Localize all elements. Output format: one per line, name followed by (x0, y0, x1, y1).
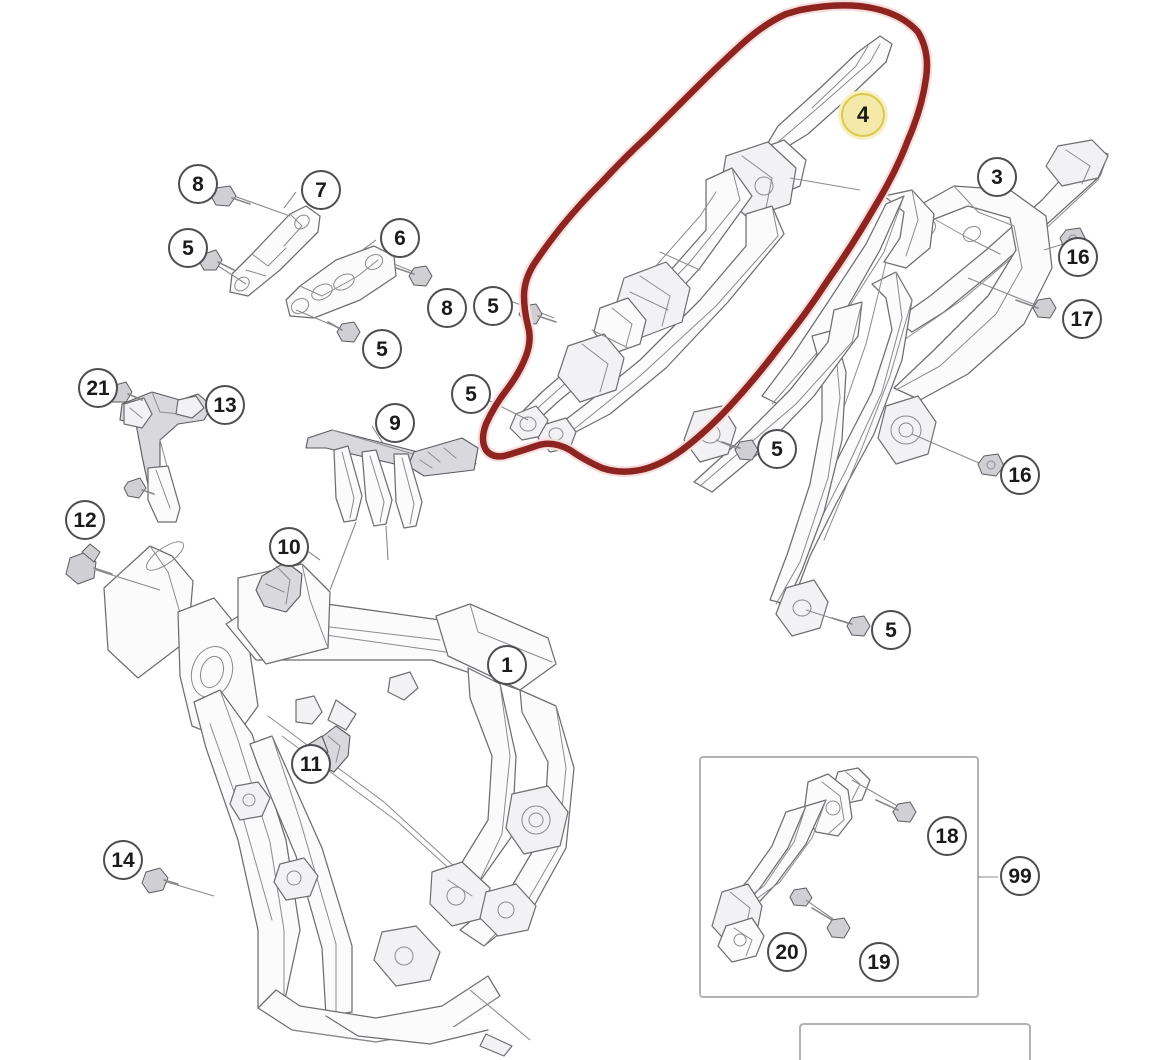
callout-18[interactable]: 18 (927, 816, 967, 856)
callout-14[interactable]: 14 (103, 840, 143, 880)
part-14-fastener (141, 867, 215, 897)
callout-label: 5 (771, 437, 783, 461)
part-19-bolt (805, 899, 851, 939)
callout-label: 4 (856, 102, 870, 127)
callout-8[interactable]: 8 (427, 288, 467, 328)
callout-3[interactable]: 3 (977, 157, 1017, 197)
callout-8[interactable]: 8 (178, 164, 218, 204)
callout-label: 12 (73, 508, 97, 532)
callout-4[interactable]: 4 (841, 93, 885, 137)
callout-7[interactable]: 7 (301, 170, 341, 210)
callout-label: 9 (389, 411, 401, 435)
callout-label: 11 (299, 752, 323, 776)
callout-label: 5 (465, 382, 477, 406)
callout-label: 10 (277, 535, 301, 559)
callout-16[interactable]: 16 (1058, 237, 1098, 277)
callout-label: 20 (775, 940, 799, 964)
callout-label: 18 (935, 824, 959, 848)
part-17-bolt (967, 277, 1057, 319)
part-13-bracket (101, 381, 213, 523)
partial-bottom-box (799, 1023, 1031, 1060)
callout-16[interactable]: 16 (1000, 455, 1040, 495)
callout-5[interactable]: 5 (362, 329, 402, 369)
part-inset-bracket (711, 767, 917, 963)
callout-5[interactable]: 5 (871, 610, 911, 650)
callout-20[interactable]: 20 (767, 932, 807, 972)
callout-10[interactable]: 10 (269, 527, 309, 567)
part-5-bolt-subframe-front (715, 439, 759, 461)
callout-label: 5 (487, 294, 499, 318)
part-5-bolt-swingarm-lower (483, 397, 529, 421)
callout-label: 14 (111, 848, 135, 872)
callout-label: 5 (376, 337, 388, 361)
callout-13[interactable]: 13 (205, 385, 245, 425)
part-9-footpeg (305, 425, 479, 591)
callout-5[interactable]: 5 (757, 429, 797, 469)
callout-19[interactable]: 19 (859, 942, 899, 982)
callout-12[interactable]: 12 (65, 500, 105, 540)
callout-label: 5 (885, 618, 897, 642)
part-4-swingarm (483, 35, 893, 453)
callout-label: 6 (394, 226, 406, 250)
part-20-pin (789, 887, 813, 907)
part-8-bolt-upper (205, 185, 291, 217)
part-5-bolt-subframe-bottom (805, 609, 871, 637)
callout-label: 17 (1070, 307, 1094, 331)
callout-99[interactable]: 99 (1000, 856, 1040, 896)
part-7-link (198, 185, 321, 297)
callout-label: 16 (1066, 245, 1090, 269)
callout-9[interactable]: 9 (375, 403, 415, 443)
part-16-washer-lower (911, 433, 1005, 477)
callout-label: 1 (501, 653, 513, 677)
red-lasso-annotation (477, 0, 933, 478)
callout-label: 3 (991, 165, 1003, 189)
callout-label: 5 (182, 236, 194, 260)
callout-label: 16 (1008, 463, 1032, 487)
callout-5[interactable]: 5 (168, 228, 208, 268)
part-12-fastener (65, 543, 161, 591)
callout-label: 99 (1008, 864, 1032, 888)
callout-17[interactable]: 17 (1062, 299, 1102, 339)
part-8-bolt-right (393, 263, 433, 287)
callout-label: 7 (315, 178, 327, 202)
callout-label: 13 (213, 393, 237, 417)
callout-11[interactable]: 11 (291, 744, 331, 784)
callout-5[interactable]: 5 (473, 286, 513, 326)
callout-1[interactable]: 1 (487, 645, 527, 685)
callout-6[interactable]: 6 (380, 218, 420, 258)
part-6-linkage (285, 239, 433, 343)
callout-label: 19 (867, 950, 891, 974)
callout-21[interactable]: 21 (78, 368, 118, 408)
callout-label: 21 (86, 376, 110, 400)
callout-label: 8 (192, 172, 204, 196)
callout-5[interactable]: 5 (451, 374, 491, 414)
part-main-frame (103, 541, 575, 1057)
callout-label: 8 (441, 296, 453, 320)
part-18-bolt (851, 779, 917, 823)
part-5-bolt-link6 (295, 309, 361, 343)
detail-inset-box (699, 756, 998, 998)
